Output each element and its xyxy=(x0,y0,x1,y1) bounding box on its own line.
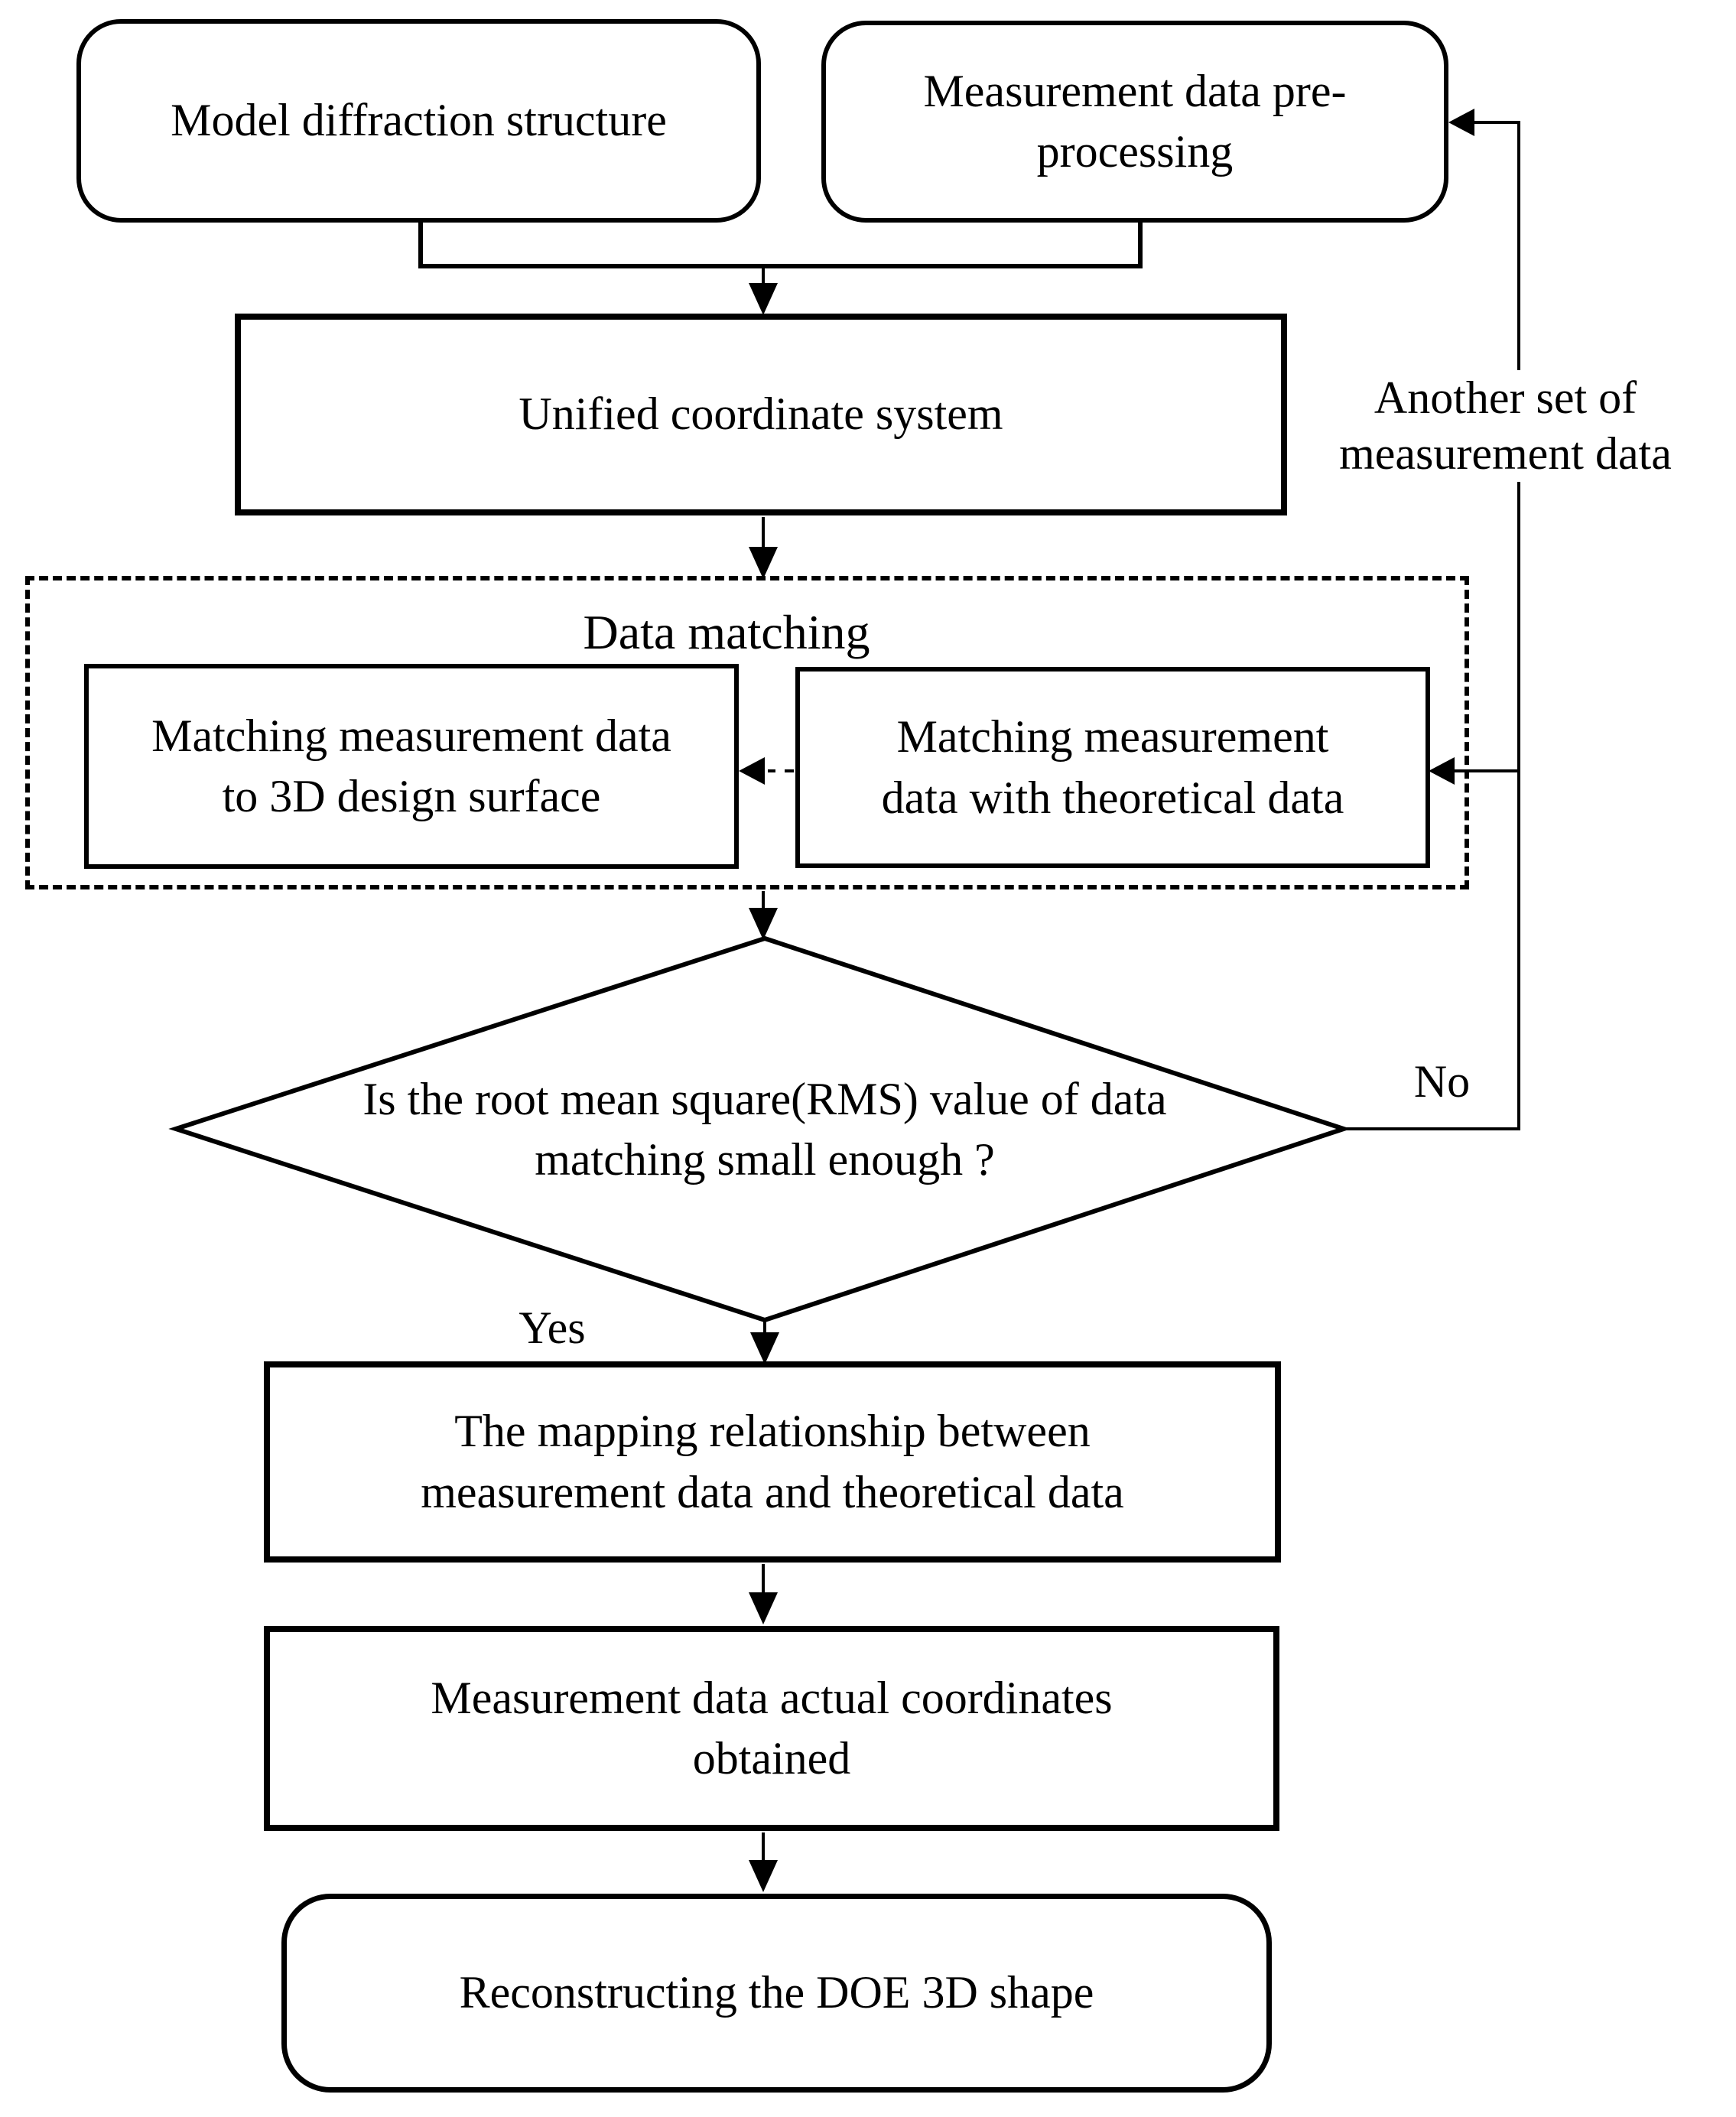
arrow-decision-to-mapping xyxy=(750,1320,779,1364)
node-mapping-relationship: The mapping relationship between measure… xyxy=(264,1361,1281,1563)
arrow-theoretical-to-3dsurface-dashed xyxy=(739,757,794,785)
edge-label-yes: Yes xyxy=(519,1302,586,1353)
edge-label-another-set: Another set of measurement data xyxy=(1312,370,1699,483)
edge-label-no: No xyxy=(1413,1056,1471,1107)
node-unified-coordinate-system: Unified coordinate system xyxy=(235,314,1287,515)
node-matching-with-theoretical: Matching measurement data with theoretic… xyxy=(795,667,1430,868)
arrow-mapping-to-coordinates xyxy=(749,1564,778,1624)
decision-diamond-shape xyxy=(168,935,1351,1323)
node-measurement-preprocessing: Measurement data pre- processing xyxy=(821,21,1448,223)
node-model-diffraction: Model diffraction structure xyxy=(76,19,761,223)
arrow-datamatching-to-decision xyxy=(749,891,778,940)
arrow-unified-to-datamatching xyxy=(749,517,778,579)
node-reconstruct-doe-shape: Reconstructing the DOE 3D shape xyxy=(281,1894,1272,2093)
arrow-merge-to-unified xyxy=(418,223,1143,315)
node-matching-to-3d-surface: Matching measurement data to 3D design s… xyxy=(84,664,739,869)
node-actual-coordinates: Measurement data actual coordinates obta… xyxy=(264,1626,1279,1831)
arrow-no-feedback-loop xyxy=(1344,109,1520,1130)
group-data-matching xyxy=(25,576,1469,889)
arrow-coordinates-to-reconstruct xyxy=(749,1832,778,1892)
node-rms-decision: Is the root mean square(RMS) value of da… xyxy=(362,1074,1167,1185)
group-data-matching-title: Data matching xyxy=(583,605,870,659)
